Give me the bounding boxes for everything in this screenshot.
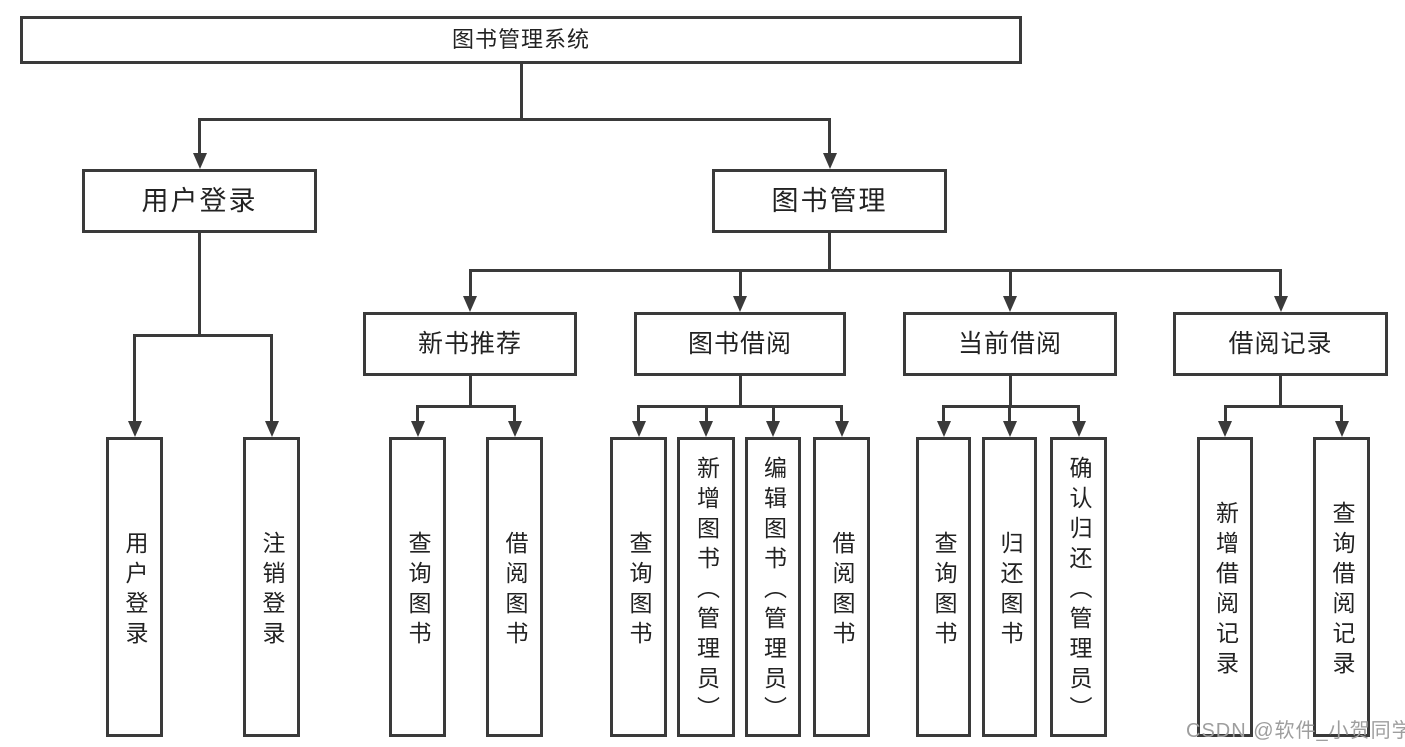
connector-line bbox=[1008, 376, 1012, 408]
connector-line bbox=[840, 406, 843, 423]
arrow-down-icon bbox=[699, 421, 713, 437]
node-book-mgmt: 图书管理 bbox=[712, 169, 947, 233]
arrow-down-icon bbox=[766, 421, 780, 437]
csdn-watermark: CSDN @软件_小贺同学 bbox=[1186, 720, 1405, 742]
arrow-down-icon bbox=[1003, 296, 1017, 312]
arrow-down-icon bbox=[127, 421, 142, 437]
connector-line bbox=[704, 406, 708, 423]
node-br-query-record: 查询借阅记录 bbox=[1313, 437, 1370, 737]
connector-line bbox=[468, 376, 472, 408]
connector-line bbox=[1279, 376, 1282, 408]
node-rec-borrow-book: 借阅图书 bbox=[486, 437, 543, 737]
connector-line bbox=[1077, 406, 1080, 423]
node-user-login: 用户登录 bbox=[82, 169, 317, 233]
connector-line bbox=[1340, 406, 1343, 423]
arrow-down-icon bbox=[192, 153, 207, 169]
arrow-down-icon bbox=[631, 421, 646, 437]
connector-line bbox=[1279, 270, 1282, 298]
connector-line bbox=[1008, 270, 1012, 298]
node-cb-query-book: 查询图书 bbox=[916, 437, 971, 737]
arrow-down-icon bbox=[463, 296, 477, 312]
arrow-down-icon bbox=[822, 153, 837, 169]
arrow-down-icon bbox=[834, 421, 849, 437]
node-bb-add-book: 新增图书（管理员） bbox=[677, 437, 735, 737]
connector-line bbox=[416, 406, 419, 423]
connector-line bbox=[519, 64, 523, 121]
arrow-down-icon bbox=[1334, 421, 1349, 437]
connector-line bbox=[198, 117, 831, 121]
connector-line bbox=[1223, 404, 1343, 408]
arrow-down-icon bbox=[733, 296, 747, 312]
node-cb-confirm: 确认归还（管理员） bbox=[1050, 437, 1107, 737]
connector-line bbox=[942, 404, 1080, 408]
node-rec-query-book: 查询图书 bbox=[389, 437, 446, 737]
connector-line bbox=[468, 268, 1282, 272]
node-book-borrow: 图书借阅 bbox=[634, 312, 846, 376]
arrow-down-icon bbox=[410, 421, 425, 437]
node-root: 图书管理系统 bbox=[20, 16, 1022, 64]
arrow-down-icon bbox=[936, 421, 951, 437]
connector-line bbox=[416, 404, 516, 408]
connector-line bbox=[738, 270, 742, 298]
connector-line bbox=[133, 333, 273, 337]
node-bb-borrow-book: 借阅图书 bbox=[813, 437, 870, 737]
node-borrow-records: 借阅记录 bbox=[1173, 312, 1388, 376]
arrow-down-icon bbox=[1002, 421, 1017, 437]
connector-line bbox=[198, 119, 201, 155]
connector-line bbox=[738, 376, 742, 408]
node-bb-edit-book: 编辑图书（管理员） bbox=[745, 437, 801, 737]
connector-line bbox=[270, 335, 273, 423]
node-cb-return-book: 归还图书 bbox=[982, 437, 1037, 737]
connector-line bbox=[828, 119, 831, 155]
connector-line bbox=[828, 233, 831, 272]
connector-line bbox=[942, 406, 945, 423]
connector-line bbox=[1223, 406, 1227, 423]
connector-line bbox=[637, 404, 843, 408]
node-current-borrow: 当前借阅 bbox=[903, 312, 1117, 376]
arrow-down-icon bbox=[1071, 421, 1086, 437]
connector-line bbox=[1008, 406, 1011, 423]
arrow-down-icon bbox=[507, 421, 522, 437]
connector-line bbox=[198, 233, 201, 337]
connector-line bbox=[771, 406, 775, 423]
arrow-down-icon bbox=[1273, 296, 1288, 312]
connector-line bbox=[637, 406, 640, 423]
arrow-down-icon bbox=[264, 421, 279, 437]
connector-line bbox=[513, 406, 516, 423]
node-bb-query-book: 查询图书 bbox=[610, 437, 667, 737]
connector-line bbox=[468, 270, 472, 298]
node-br-add-record: 新增借阅记录 bbox=[1197, 437, 1253, 737]
node-leaf-user-login: 用户登录 bbox=[106, 437, 163, 737]
node-new-book-rec: 新书推荐 bbox=[363, 312, 577, 376]
arrow-down-icon bbox=[1218, 421, 1232, 437]
connector-line bbox=[133, 335, 136, 423]
node-leaf-logout: 注销登录 bbox=[243, 437, 300, 737]
